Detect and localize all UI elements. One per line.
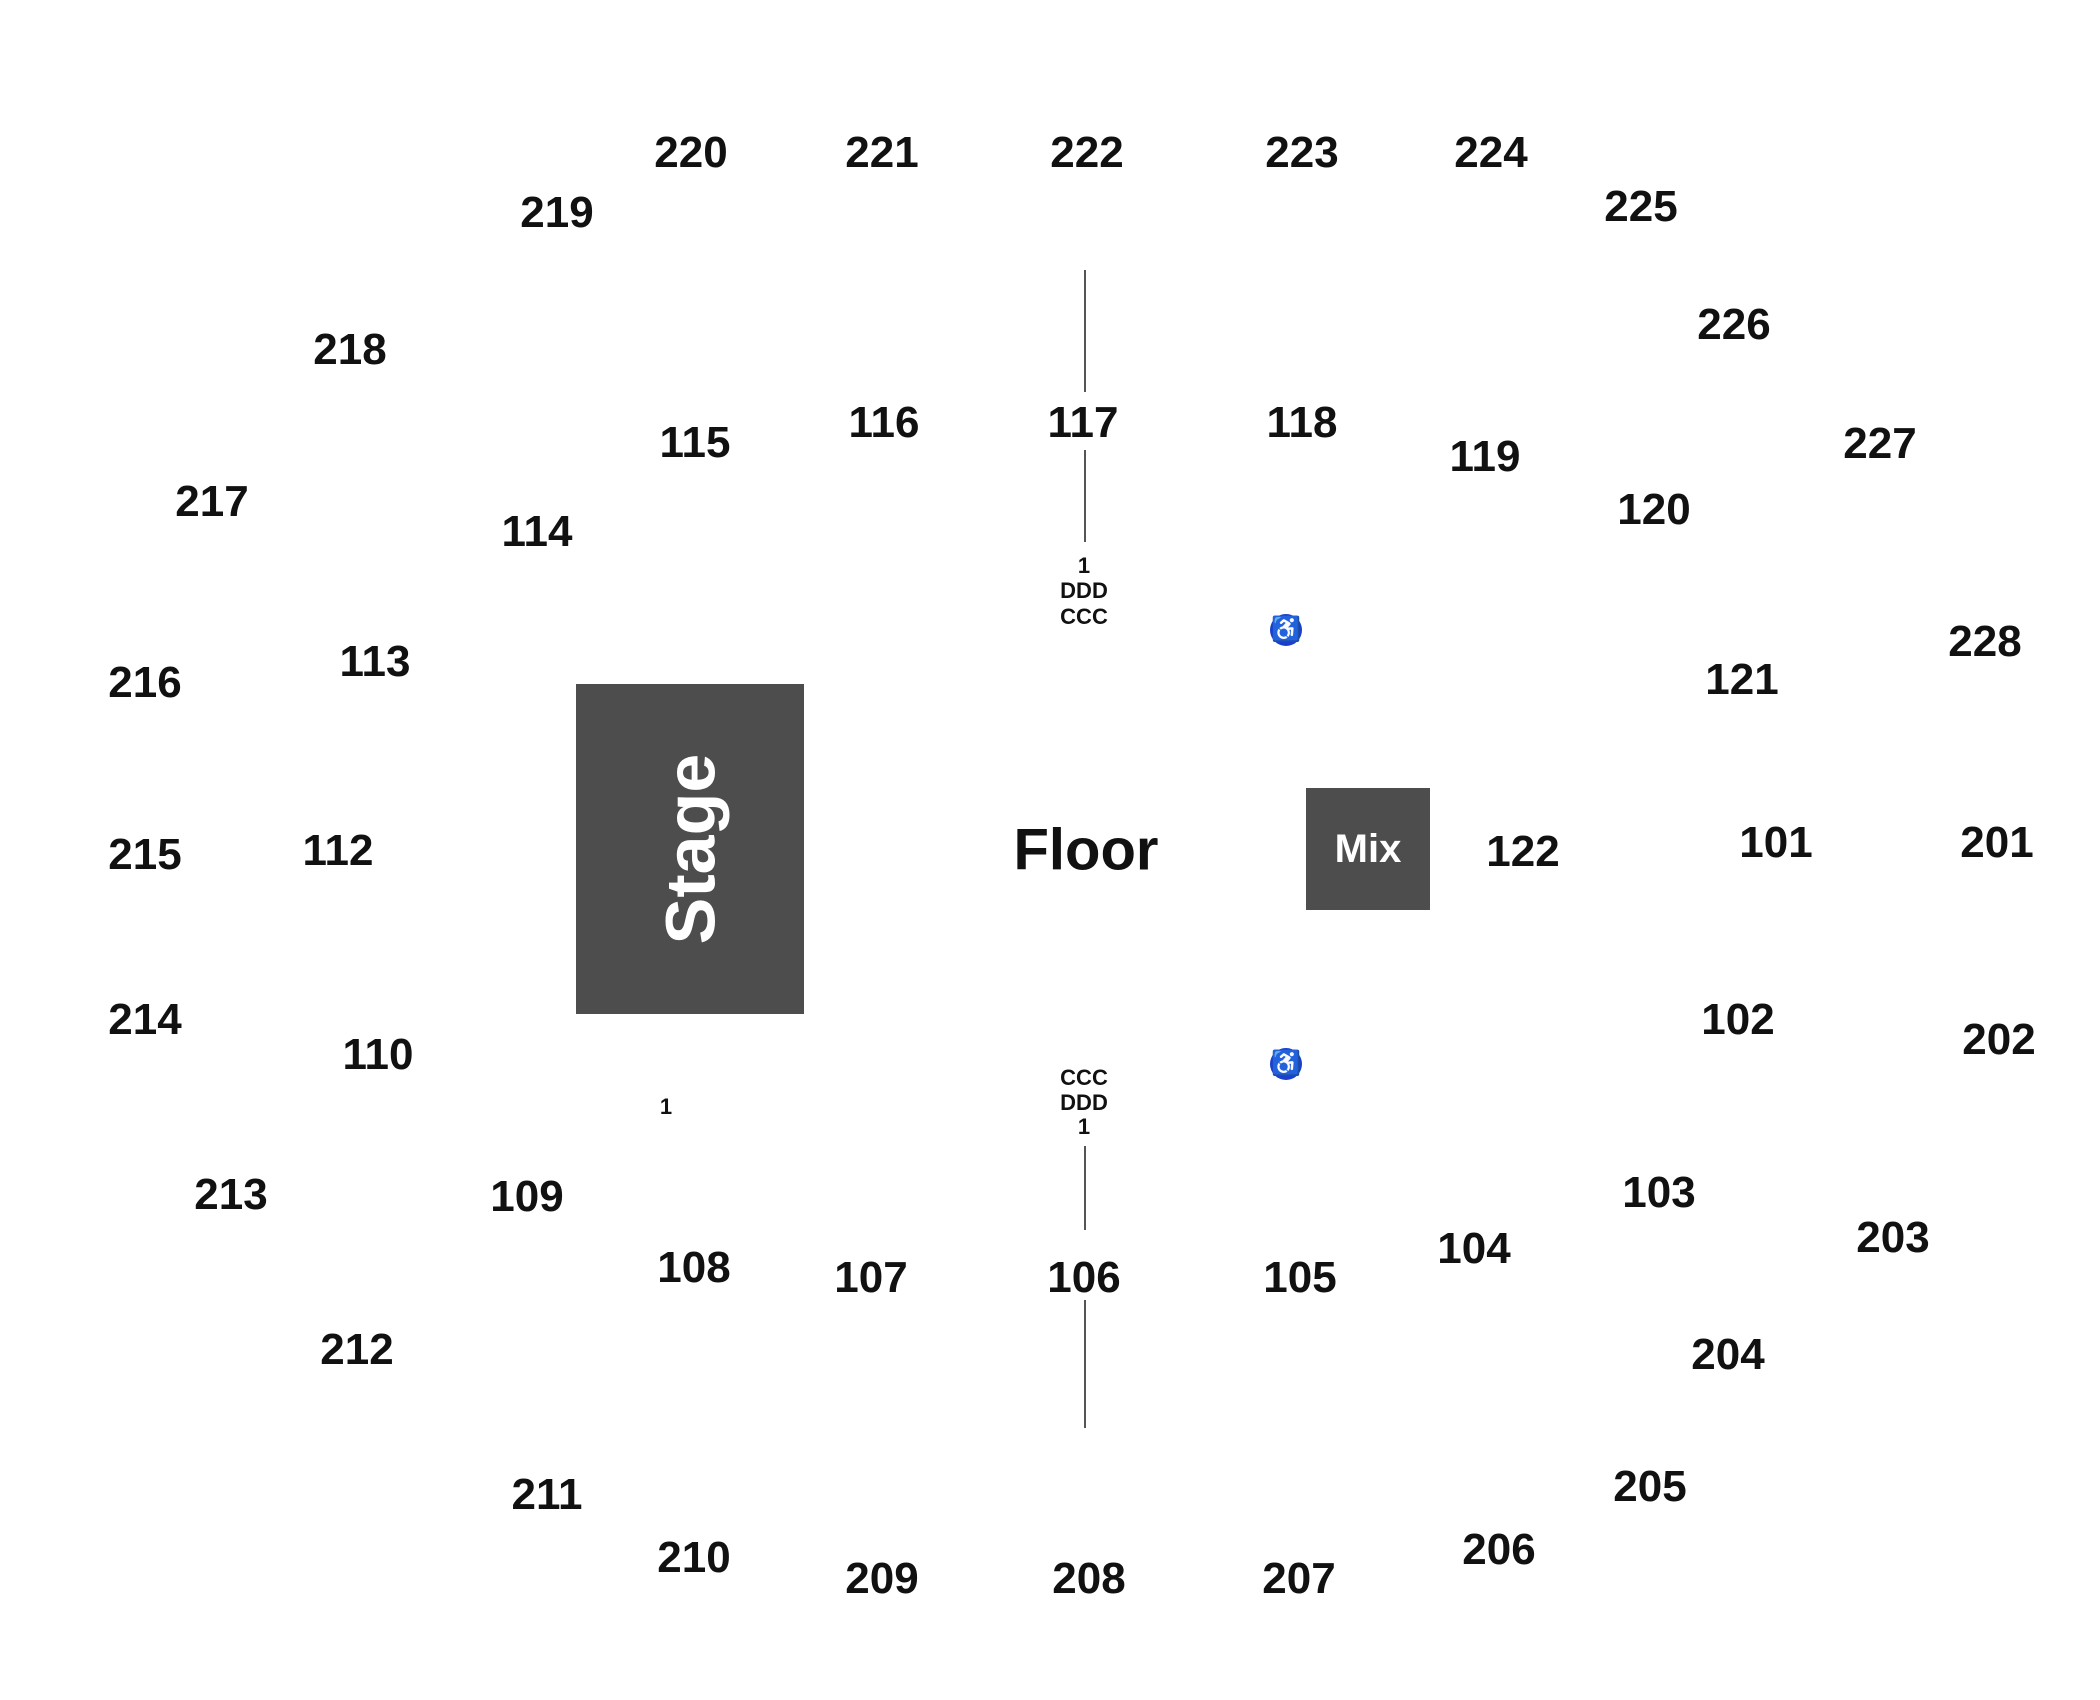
section-110[interactable]: 110: [342, 1030, 414, 1079]
section-106[interactable]: 106: [1047, 1253, 1121, 1302]
section-227[interactable]: 227: [1843, 419, 1917, 468]
section-207[interactable]: 207: [1262, 1554, 1336, 1603]
aisle-line-top-lower: [1084, 450, 1086, 542]
section-102[interactable]: 102: [1701, 995, 1775, 1044]
section-104[interactable]: 104: [1437, 1224, 1511, 1273]
section-213[interactable]: 213: [194, 1170, 268, 1219]
section-203[interactable]: 203: [1856, 1213, 1930, 1262]
floor-section[interactable]: Floor: [1013, 817, 1159, 883]
section-113[interactable]: 113: [339, 637, 411, 686]
section-109[interactable]: 109: [490, 1172, 564, 1221]
section-118[interactable]: 118: [1266, 398, 1338, 447]
section-226[interactable]: 226: [1697, 300, 1771, 349]
section-112[interactable]: 112: [302, 826, 374, 875]
section-205[interactable]: 205: [1613, 1462, 1687, 1511]
aisle-line-bottom-upper: [1084, 1146, 1086, 1230]
section-216[interactable]: 216: [108, 658, 182, 707]
section-209[interactable]: 209: [845, 1554, 919, 1603]
section-119[interactable]: 119: [1449, 432, 1521, 481]
wheelchair-icon: ♿: [1270, 614, 1302, 646]
row-label-ccc-top: CCC: [1060, 604, 1108, 629]
section-121[interactable]: 121: [1705, 655, 1779, 704]
section-223[interactable]: 223: [1265, 128, 1339, 177]
section-105[interactable]: 105: [1263, 1253, 1337, 1302]
row-label-1-bottom: 1: [1077, 1114, 1091, 1139]
row-label-ddd-bottom: DDD: [1060, 1090, 1108, 1115]
section-217[interactable]: 217: [175, 477, 249, 526]
section-204[interactable]: 204: [1691, 1330, 1765, 1379]
aisle-line-top-upper: [1084, 270, 1086, 392]
section-211[interactable]: 211: [511, 1470, 583, 1519]
section-218[interactable]: 218: [313, 325, 387, 374]
section-103[interactable]: 103: [1622, 1168, 1696, 1217]
section-219[interactable]: 219: [520, 188, 594, 237]
row-label-ccc-bottom: CCC: [1060, 1065, 1108, 1090]
section-122[interactable]: 122: [1486, 827, 1560, 876]
section-212[interactable]: 212: [320, 1325, 394, 1374]
section-225[interactable]: 225: [1604, 182, 1678, 231]
section-214[interactable]: 214: [108, 995, 182, 1044]
wheelchair-icon: ♿: [1270, 1048, 1302, 1080]
section-116[interactable]: 116: [848, 398, 920, 447]
section-107[interactable]: 107: [834, 1253, 908, 1302]
mix-booth: Mix: [1306, 788, 1430, 910]
section-210[interactable]: 210: [657, 1533, 731, 1582]
row-label-1-stage: 1: [659, 1094, 673, 1119]
section-208[interactable]: 208: [1052, 1554, 1126, 1603]
row-label-ddd-top: DDD: [1060, 578, 1108, 603]
section-222[interactable]: 222: [1050, 128, 1124, 177]
section-220[interactable]: 220: [654, 128, 728, 177]
stage[interactable]: Stage: [576, 684, 804, 1014]
section-224[interactable]: 224: [1454, 128, 1528, 177]
stage-label: Stage: [651, 753, 729, 945]
section-228[interactable]: 228: [1948, 617, 2022, 666]
section-108[interactable]: 108: [657, 1243, 731, 1292]
section-215[interactable]: 215: [108, 830, 182, 879]
aisle-line-bottom-lower: [1084, 1300, 1086, 1428]
section-120[interactable]: 120: [1617, 485, 1691, 534]
section-201[interactable]: 201: [1960, 818, 2034, 867]
section-221[interactable]: 221: [845, 128, 919, 177]
section-117[interactable]: 117: [1047, 398, 1119, 447]
section-206[interactable]: 206: [1462, 1525, 1536, 1574]
section-101[interactable]: 101: [1739, 818, 1813, 867]
section-202[interactable]: 202: [1962, 1015, 2036, 1064]
section-114[interactable]: 114: [501, 507, 573, 556]
section-115[interactable]: 115: [659, 418, 731, 467]
row-label-1-top: 1: [1077, 553, 1091, 578]
